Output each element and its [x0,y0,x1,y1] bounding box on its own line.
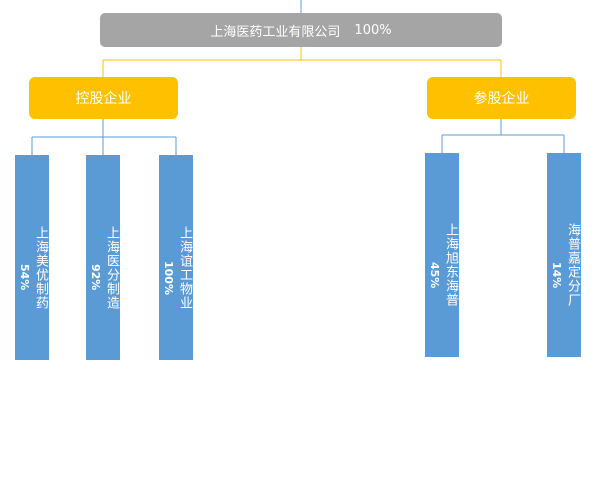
holding-group-label: 控股企业 [75,91,132,107]
equity-group-node: 参股企业 [427,77,576,119]
company-name: 上海谊工物业 [177,225,192,310]
company-node-meiyou: 上海美优制药 54% [15,155,49,360]
company-node-xudong: 上海旭东海普 45% [425,153,459,357]
company-share: 45% [428,261,441,289]
company-node-yigong: 上海谊工物业 100% [159,155,193,360]
root-company-node: 上海医药工业有限公司 100% [100,13,502,47]
company-share: 54% [18,264,31,291]
company-share: 100% [162,260,175,295]
root-company-share: 100% [354,22,392,38]
company-name: 上海旭东海普 [443,223,458,307]
root-company-name: 上海医药工业有限公司 [210,24,341,40]
company-node-jiading: 海普嘉定分厂 14% [547,153,581,357]
company-name: 上海美优制药 [33,225,48,310]
company-name: 上海医分制造 [104,225,119,310]
equity-group-label: 参股企业 [473,91,530,107]
holding-group-node: 控股企业 [29,77,178,119]
company-name: 海普嘉定分厂 [565,223,580,307]
company-share: 14% [550,261,563,289]
company-share: 92% [89,264,102,291]
company-node-yifen: 上海医分制造 92% [86,155,120,360]
